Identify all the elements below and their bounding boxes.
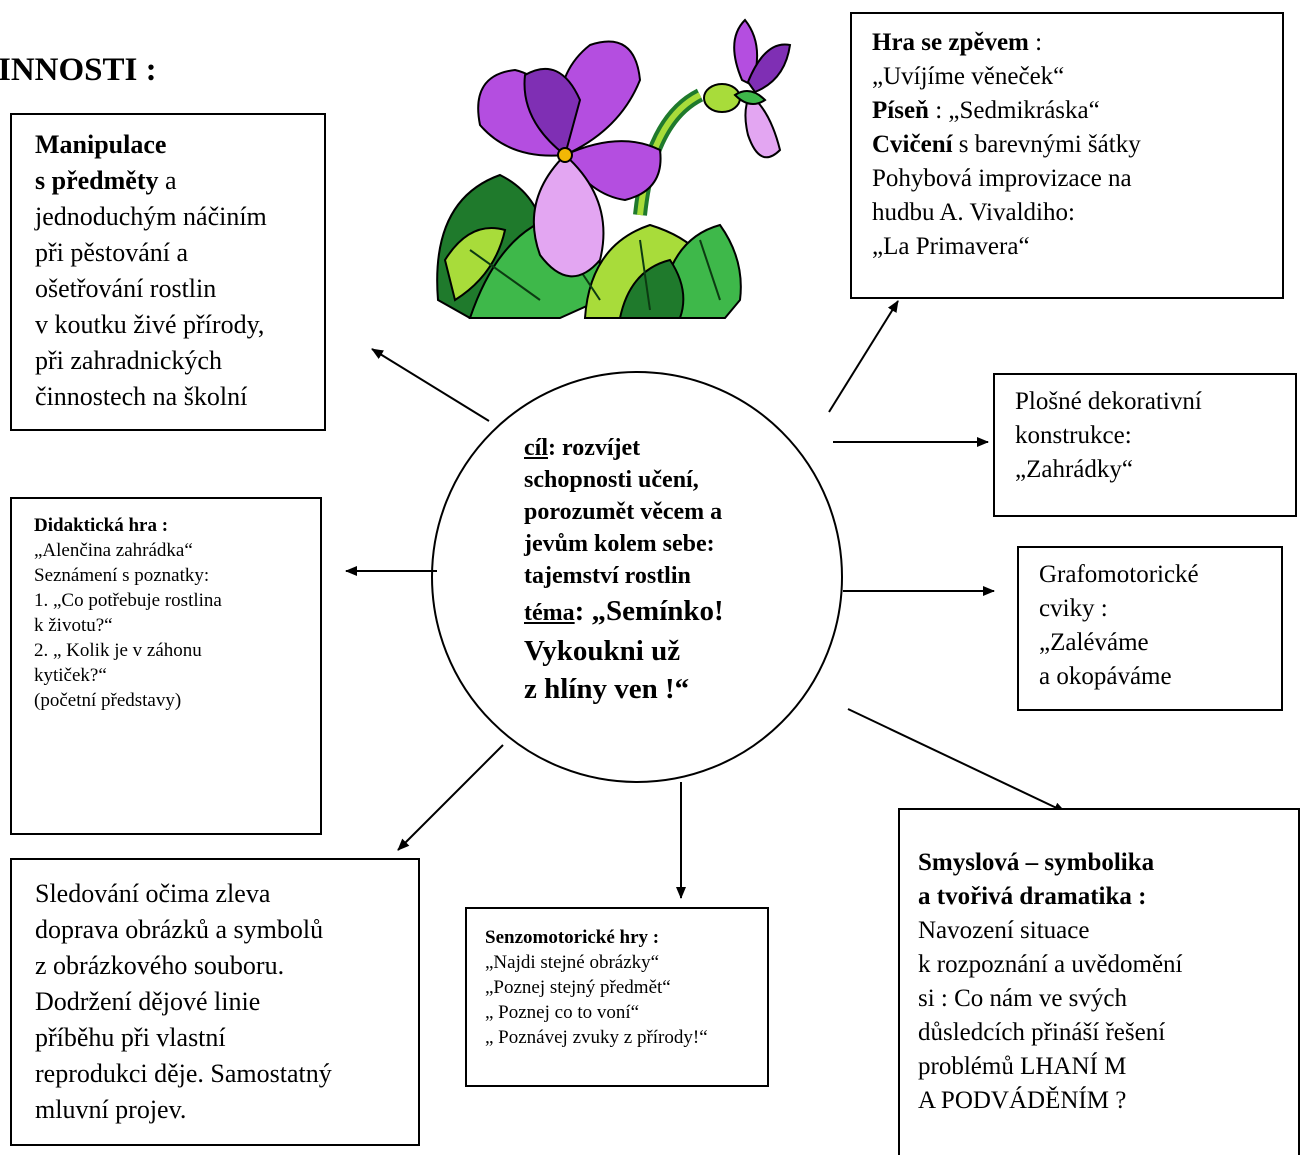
flower-leaf — [618, 258, 685, 319]
flower-petal — [532, 153, 605, 278]
goal-text-line: tajemství rostlin — [524, 563, 691, 589]
flower-bud — [703, 83, 741, 113]
graphomotor-text-line: „Zaléváme — [1039, 629, 1149, 656]
flower-side-blossom — [733, 18, 792, 159]
tracking-text-line: Dodržení dějové linie — [35, 987, 261, 1016]
flower-petals — [477, 40, 662, 278]
song-game-text-line: „La Primavera“ — [872, 233, 1030, 260]
flower-petal — [523, 67, 582, 157]
tracking-text-line: doprava obrázků a symbolů — [35, 915, 324, 944]
symbolic-text-line: důsledcích přináší řešení — [918, 1019, 1166, 1046]
manipulation-text-line: v koutku živé přírody, — [35, 310, 265, 339]
symbolic-drama-box: Smyslová – symbolika a tvořivá dramatika… — [898, 808, 1300, 1155]
didactic-game-title: Didaktická hra : — [34, 515, 169, 536]
flower-sepal — [733, 90, 767, 105]
flower-leaf — [443, 227, 507, 302]
song-game-box: Hra se zpěvem : „Uvíjíme věneček“ Píseň … — [850, 12, 1284, 299]
didactic-game-text-line: 1. „Co potřebuje rostlina — [34, 590, 222, 611]
tracking-text-line: příběhu při vlastní — [35, 1023, 226, 1052]
sensorimotor-text-line: „Poznej stejný předmět“ — [485, 977, 671, 998]
manipulation-text-line: jednoduchým náčiním — [35, 202, 267, 231]
didactic-game-text-line: 2. „ Kolik je v záhonu — [34, 640, 202, 661]
graphomotor-text-line: a okopáváme — [1039, 663, 1172, 690]
flower-leaves — [436, 173, 742, 320]
decorative-text-line: Plošné dekorativní — [1015, 388, 1202, 415]
goal-first-line: cíl: rozvíjet — [524, 435, 641, 461]
didactic-game-text-line: Seznámení s poznatky: — [34, 565, 210, 586]
tracking-text-line: reprodukci děje. Samostatný — [35, 1059, 332, 1088]
graphomotor-text-line: Grafomotorické — [1039, 561, 1199, 588]
symbolic-title: Smyslová – symbolika — [918, 849, 1155, 876]
sensorimotor-box: Senzomotorické hry : „Najdi stejné obráz… — [465, 907, 769, 1087]
flower-petal — [746, 43, 792, 94]
decorative-text-line: „Zahrádky“ — [1015, 456, 1133, 483]
symbolic-text-line: problémů LHANÍ M — [918, 1053, 1127, 1080]
goal-label: cíl — [524, 435, 548, 461]
sensorimotor-title: Senzomotorické hry : — [485, 927, 660, 948]
theme-text-line: Vykoukni už — [524, 635, 681, 667]
song-game-text-line: Pohybová improvizace na — [872, 165, 1132, 192]
symbolic-text-line: Navození situace — [918, 917, 1090, 944]
arrow-to-manipulation — [371, 348, 490, 422]
sensorimotor-text-line: „Najdi stejné obrázky“ — [485, 952, 660, 973]
theme-first-line: téma: „Semínko! — [524, 595, 724, 627]
sensorimotor-text-line: „ Poznej co to voní“ — [485, 1002, 640, 1023]
manipulation-title: Manipulace — [35, 130, 167, 159]
flower-petal — [744, 93, 782, 159]
graphomotor-text-line: cviky : — [1039, 595, 1108, 622]
flower-petal — [563, 140, 662, 202]
manipulation-text-line: při zahradnických — [35, 346, 222, 375]
theme-label: téma — [524, 600, 575, 626]
decorative-box: Plošné dekorativní konstrukce: „Zahrádky… — [993, 373, 1297, 517]
song-game-title: Hra se zpěvem : — [872, 29, 1043, 56]
didactic-game-text-line: kytiček?“ — [34, 665, 107, 686]
tracking-text-line: z obrázkového souboru. — [35, 951, 285, 980]
arrow-to-symbolic — [847, 708, 1066, 813]
goal-text-line: jevům kolem sebe: — [524, 531, 715, 557]
didactic-game-text-line: k životu?“ — [34, 615, 113, 636]
song-game-name: „Uvíjíme věneček“ — [872, 63, 1065, 90]
tracking-text-line: mluvní projev. — [35, 1095, 187, 1124]
decorative-text-line: konstrukce: — [1015, 422, 1132, 449]
center-circle — [431, 371, 843, 783]
manipulation-text-line: činnostech na školní — [35, 382, 248, 411]
didactic-game-text-line: „Alenčina zahrádka“ — [34, 540, 193, 561]
graphomotor-box: Grafomotorické cviky : „Zaléváme a okopá… — [1017, 546, 1283, 711]
manipulation-text-line: při pěstování a — [35, 238, 189, 267]
symbolic-text-line: A PODVÁDĚNÍM ? — [918, 1087, 1127, 1114]
manipulation-text-line: ošetřování rostlin — [35, 274, 217, 303]
didactic-game-box: Didaktická hra : „Alenčina zahrádka“ Sez… — [10, 497, 322, 835]
tracking-box: Sledování očima zleva doprava obrázků a … — [10, 858, 420, 1146]
goal-text-line: schopnosti učení, — [524, 467, 699, 493]
arrow-to-song-game — [828, 300, 899, 413]
center-goal-text: cíl: rozvíjet schopnosti učení, porozumě… — [524, 432, 824, 708]
song-line: Píseň : „Sedmikráska“ — [872, 97, 1100, 124]
goal-text-line: porozumět věcem a — [524, 499, 723, 525]
exercise-line: Cvičení s barevnými šátky — [872, 131, 1141, 158]
symbolic-title-line2: a tvořivá dramatika : — [918, 883, 1147, 910]
symbolic-text-line: k rozpoznání a uvědomění — [918, 951, 1183, 978]
manipulation-box: Manipulace s předměty a jednoduchým náči… — [10, 113, 326, 431]
tracking-text-line: Sledování očima zleva — [35, 879, 271, 908]
flower-center — [557, 147, 573, 163]
symbolic-text-line: si : Co nám ve svých — [918, 985, 1128, 1012]
song-game-text-line: hudbu A. Vivaldiho: — [872, 199, 1075, 226]
theme-text-line: z hlíny ven !“ — [524, 673, 690, 705]
arrow-to-tracking — [397, 744, 504, 851]
flower-stem-highlight — [637, 92, 702, 216]
sensorimotor-text-line: „ Poznávej zvuky z přírody!“ — [485, 1027, 708, 1048]
manipulation-title-line2: s předměty a — [35, 166, 177, 195]
didactic-game-text-line: (početní představy) — [34, 690, 182, 711]
page-heading: INNOSTI : — [0, 52, 157, 88]
